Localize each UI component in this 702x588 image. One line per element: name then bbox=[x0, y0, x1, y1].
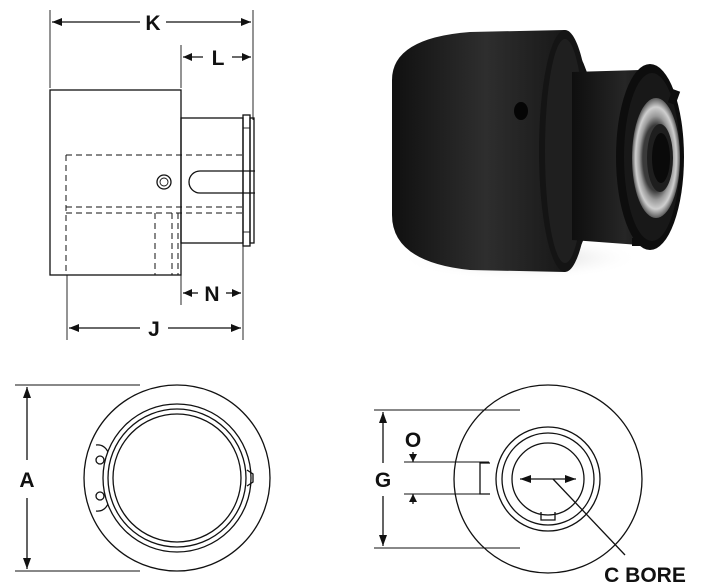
side-view: K L bbox=[49, 10, 255, 341]
dimension-a: A bbox=[19, 387, 35, 569]
clutch-product-illustration bbox=[392, 30, 684, 280]
dimension-l: L bbox=[183, 47, 251, 70]
dimension-j: J bbox=[69, 318, 241, 341]
hub-outer-circle bbox=[453, 384, 643, 574]
rear-view: G O C BORE bbox=[374, 384, 686, 587]
label-a: A bbox=[19, 469, 34, 492]
dimension-c-bore: C BORE bbox=[520, 475, 686, 587]
label-g: G bbox=[375, 469, 391, 492]
label-j: J bbox=[148, 318, 160, 341]
dimension-k: K bbox=[52, 12, 251, 35]
label-n: N bbox=[204, 283, 219, 306]
keyway-slot bbox=[188, 170, 255, 194]
front-view: A bbox=[15, 384, 271, 572]
housing-outline bbox=[49, 89, 182, 276]
dimension-o: O bbox=[405, 429, 421, 504]
set-screw-hole bbox=[156, 174, 172, 190]
dimension-n: N bbox=[183, 283, 241, 306]
hub-outline bbox=[180, 117, 244, 244]
set-screw-hole-render bbox=[514, 102, 528, 120]
label-o: O bbox=[405, 429, 421, 452]
bore-circle bbox=[511, 442, 585, 516]
label-c-bore: C BORE bbox=[604, 564, 686, 587]
outer-diameter-circle bbox=[83, 384, 271, 572]
dimension-g: G bbox=[375, 412, 391, 546]
label-l: L bbox=[212, 47, 225, 70]
label-k: K bbox=[145, 12, 160, 35]
